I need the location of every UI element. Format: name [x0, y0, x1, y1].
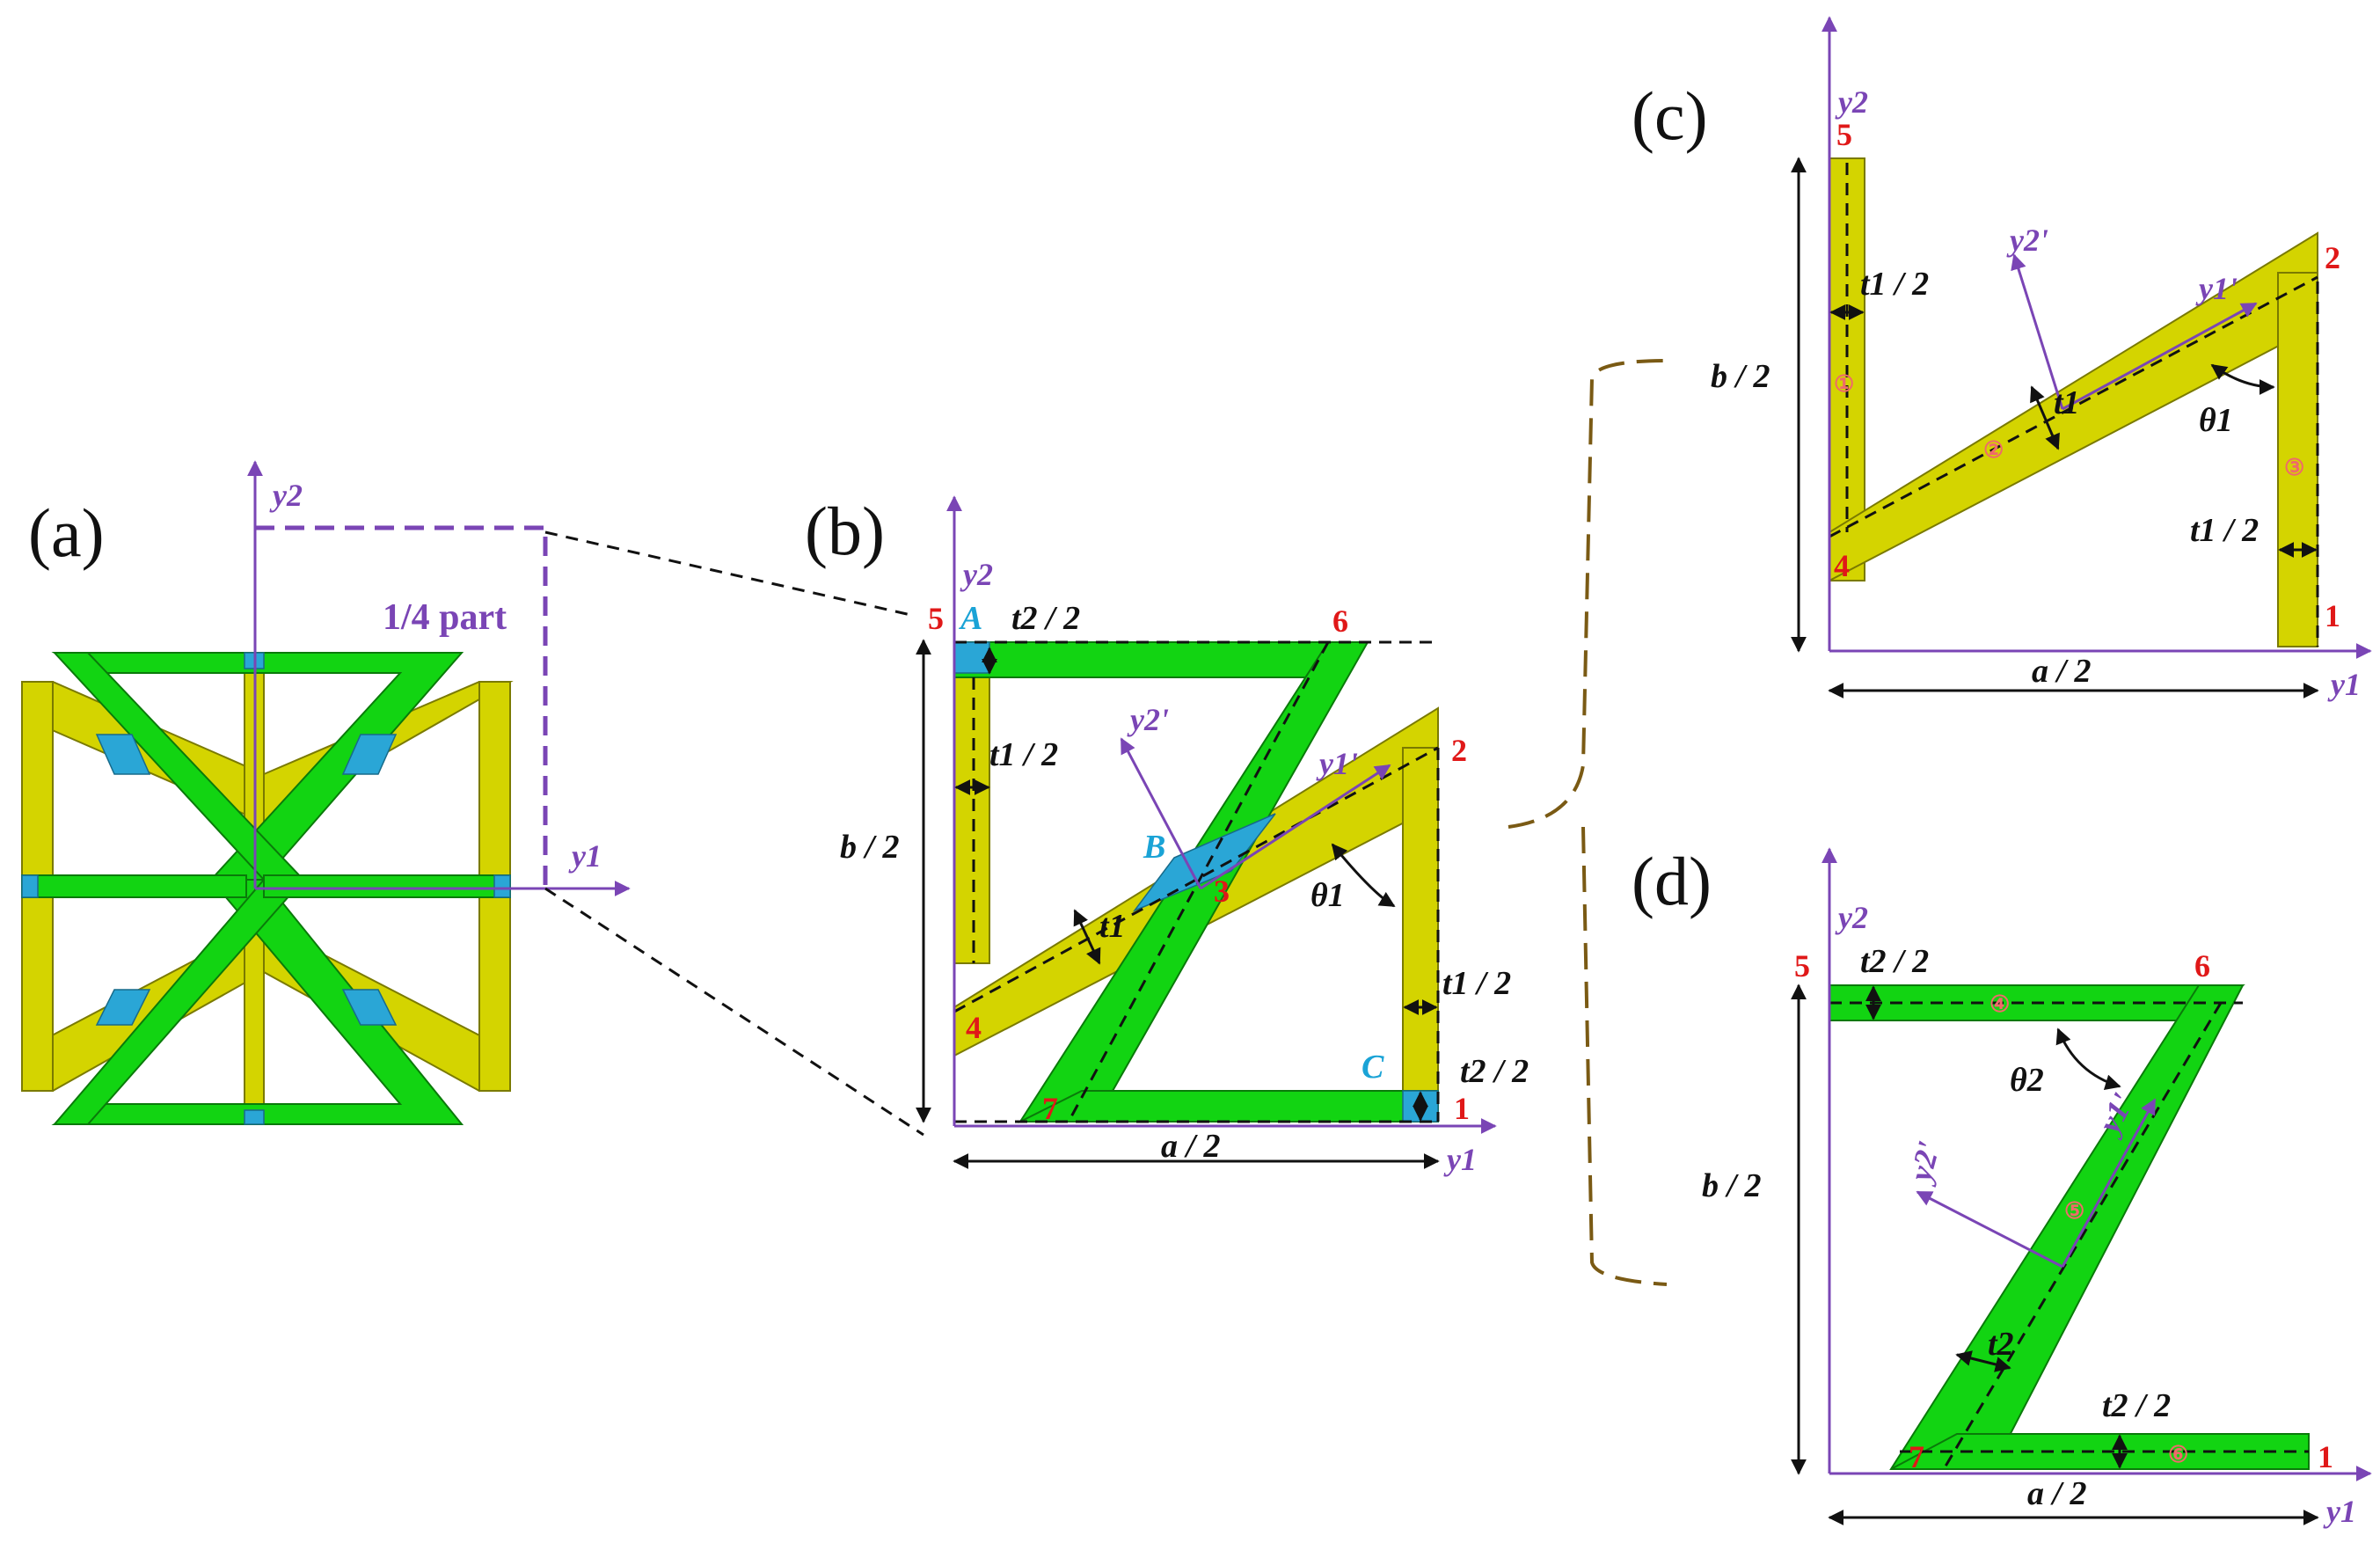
panel-d-green-members — [1829, 984, 2310, 1470]
panel-b-theta1: θ1 — [1310, 877, 1345, 914]
panel-b-t2-half: t2 / 2 — [1011, 600, 1080, 637]
panel-c-t1: t1 — [2054, 384, 2080, 421]
panel-a-green-members — [21, 652, 511, 1125]
panel-c-theta1: θ1 — [2199, 402, 2233, 439]
panel-b-t1-half: t1 / 2 — [989, 736, 1058, 773]
panel-d-dimensions — [1791, 984, 2319, 1525]
panel-c-centerlines — [1829, 163, 2319, 647]
panel-c-y2-label: y2 — [1835, 84, 1868, 120]
panel-b-label: (b) — [805, 493, 885, 569]
panel-a-y1-label: y1 — [568, 838, 602, 874]
quarter-part-label: 1/4 part — [383, 597, 507, 638]
panel-c-axes — [1822, 16, 2372, 659]
panel-b-node-2: 2 — [1451, 733, 1467, 768]
panel-d-t2: t2 — [1988, 1326, 2014, 1363]
panel-b-dimensions — [916, 639, 1440, 1169]
panel-d-a-half: a / 2 — [2027, 1475, 2087, 1512]
panel-d-member-6: ⑥ — [2168, 1442, 2188, 1467]
panel-c-node-5: 5 — [1836, 117, 1852, 152]
quarter-box — [255, 525, 548, 889]
panel-b-point-B: B — [1143, 829, 1165, 866]
panel-b-a-half: a / 2 — [1161, 1128, 1221, 1165]
panel-d-y1-label: y1 — [2323, 1494, 2356, 1529]
panel-b-node-3: 3 — [1214, 874, 1230, 909]
panel-c-a-half: a / 2 — [2032, 653, 2092, 690]
panel-d-theta2: θ2 — [2010, 1062, 2044, 1099]
panel-c-node-1: 1 — [2325, 598, 2340, 633]
panel-b-y1p-label: y1' — [1316, 746, 1358, 781]
panel-b-y1-label: y1 — [1443, 1142, 1477, 1177]
panel-d-b-half: b / 2 — [1702, 1167, 1762, 1204]
panel-d-y2-label: y2 — [1835, 900, 1868, 935]
panel-d-axes — [1822, 847, 2372, 1481]
panel-c-y2p-label: y2' — [2006, 223, 2048, 258]
panel-d-member-4: ④ — [1989, 991, 2010, 1017]
panel-a-joints — [21, 652, 511, 1125]
panel-d-node-1: 1 — [2318, 1439, 2333, 1474]
panel-b-y2p-label: y2' — [1127, 702, 1169, 737]
panel-a-label: (a) — [28, 494, 105, 571]
panel-b-node-7: 7 — [1042, 1091, 1058, 1126]
panel-b-node-4: 4 — [966, 1010, 982, 1045]
panel-d-centerlines — [1829, 1001, 2309, 1470]
panel-c-y1p-label: y1' — [2195, 271, 2238, 306]
panel-b-axes — [946, 495, 1497, 1134]
zoom-line-bottom — [544, 887, 924, 1137]
panel-b-point-A: A — [959, 600, 982, 637]
panel-c-node-4: 4 — [1834, 548, 1850, 583]
panel-b-t1: t1 — [1099, 908, 1126, 945]
panel-d-node-6: 6 — [2194, 948, 2210, 984]
panel-c-y1-label: y1 — [2327, 667, 2361, 702]
panel-c-member-2: ② — [1983, 437, 2004, 463]
panel-b-node-1: 1 — [1454, 1091, 1470, 1126]
panel-b-t2-half-right: t2 / 2 — [1460, 1053, 1529, 1090]
panel-d-node-5: 5 — [1794, 948, 1810, 984]
panel-a-axes — [247, 460, 631, 896]
panel-a-y2-label: y2 — [269, 478, 303, 513]
panel-b-b-half: b / 2 — [840, 829, 900, 866]
panel-d: (d) y2 y1 y1' y2' b / 2 — [1632, 843, 2372, 1529]
panel-d-t2-half: t2 / 2 — [1860, 943, 1929, 980]
panel-b-node-6: 6 — [1332, 603, 1348, 639]
panel-c-t1-half-right: t1 / 2 — [2190, 512, 2259, 549]
panel-a: (a) — [21, 460, 924, 1137]
panel-c: (c) y2 y1 y1' y2' b / 2 — [1632, 16, 2372, 702]
panel-c-dimensions — [1791, 157, 2319, 698]
panel-d-node-7: 7 — [1909, 1439, 1924, 1474]
panel-d-y2p-label: y2' — [1902, 1138, 1946, 1188]
panel-c-member-3: ③ — [2284, 455, 2304, 480]
panel-c-label: (c) — [1632, 77, 1708, 154]
panel-d-member-5: ⑤ — [2064, 1198, 2084, 1224]
panel-b-point-C: C — [1362, 1049, 1384, 1086]
panel-d-label: (d) — [1632, 843, 1712, 919]
panel-d-t2-half-bottom: t2 / 2 — [2102, 1387, 2171, 1424]
panel-b-y2-label: y2 — [960, 557, 993, 592]
panel-c-b-half: b / 2 — [1711, 358, 1770, 395]
panel-b-node-5: 5 — [928, 601, 944, 636]
panel-c-member-1: ① — [1834, 371, 1854, 397]
brace — [1508, 359, 1668, 1286]
panel-b: (b) — [805, 493, 1529, 1177]
panel-b-t1-half-right: t1 / 2 — [1442, 965, 1511, 1002]
panel-c-node-2: 2 — [2325, 240, 2340, 275]
panel-c-t1-half: t1 / 2 — [1860, 266, 1929, 303]
